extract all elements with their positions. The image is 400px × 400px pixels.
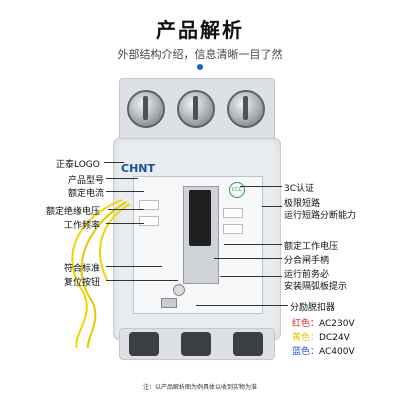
circuit-breaker-image: CHNT CCC — [113, 78, 281, 360]
page-title: 产品解析 — [156, 18, 244, 42]
label-chint-logo: 正泰LOGO — [56, 160, 100, 170]
brand-logo: CHNT — [121, 162, 155, 175]
label-rated-current: 额定电流 — [68, 189, 105, 199]
spec-box-2 — [139, 216, 159, 226]
voltage-yellow-label: 黄色： — [292, 333, 320, 343]
label-rated-voltage: 额定工作电压 — [284, 242, 339, 252]
leader-line — [106, 266, 162, 267]
leader-line — [106, 223, 144, 224]
terminal-screw-3 — [227, 90, 265, 128]
breaker-handle — [189, 190, 211, 246]
bottom-terminal-3 — [233, 332, 263, 356]
leader-line — [214, 258, 282, 259]
voltage-yellow-value: DC24V — [319, 333, 350, 343]
leader-line — [240, 186, 282, 187]
bottom-terminal-1 — [129, 332, 159, 356]
label-model: 产品型号 — [68, 176, 105, 186]
label-short-circuit-1: 极限短路 — [284, 199, 321, 209]
label-standard: 符合标准 — [64, 264, 101, 274]
leader-line — [106, 191, 144, 192]
standard-plate-icon — [161, 298, 177, 308]
voltage-blue-value: AC400V — [319, 347, 355, 357]
accent-dot — [197, 64, 203, 70]
label-short-circuit-2: 运行短路分断能力 — [284, 211, 357, 221]
spec-box-3 — [223, 208, 243, 218]
leader-line — [220, 276, 282, 277]
label-insulation-voltage: 额定绝缘电压 — [46, 207, 101, 217]
label-warning-2: 安装隔弧板提示 — [284, 282, 348, 292]
label-shunt-release: 分励脱扣器 — [290, 303, 336, 313]
leader-line — [224, 244, 282, 245]
leader-line — [196, 305, 288, 306]
label-reset-button: 复位按钮 — [64, 278, 101, 288]
leader-line — [106, 280, 178, 281]
page-subtitle: 外部结构介绍，信息清晰一目了然 — [117, 48, 283, 61]
voltage-blue: 蓝色：AC400V — [292, 344, 355, 357]
voltage-red: 红色：AC230V — [292, 316, 355, 329]
footer-note: 注：以产品解析图为例具体以收到实物为准 — [142, 384, 257, 391]
label-frequency: 工作频率 — [64, 221, 101, 231]
voltage-red-label: 红色： — [292, 319, 320, 329]
bottom-terminal-2 — [181, 332, 211, 356]
label-handle: 分合闸手柄 — [284, 256, 330, 266]
voltage-red-value: AC230V — [319, 319, 355, 329]
reset-button-icon — [173, 284, 185, 296]
leader-line — [106, 178, 138, 179]
label-warning-1: 运行前务必 — [284, 270, 330, 280]
spec-box-1 — [139, 200, 159, 210]
leader-line — [108, 209, 144, 210]
leader-line — [262, 206, 282, 207]
leader-line — [104, 162, 124, 163]
terminal-screw-2 — [177, 90, 215, 128]
voltage-yellow: 黄色：DC24V — [292, 330, 350, 343]
ccc-mark-icon: CCC — [229, 182, 245, 198]
label-ccc: 3C认证 — [284, 184, 315, 194]
spec-box-4 — [223, 224, 243, 234]
terminal-screw-1 — [127, 90, 165, 128]
voltage-blue-label: 蓝色： — [292, 347, 320, 357]
